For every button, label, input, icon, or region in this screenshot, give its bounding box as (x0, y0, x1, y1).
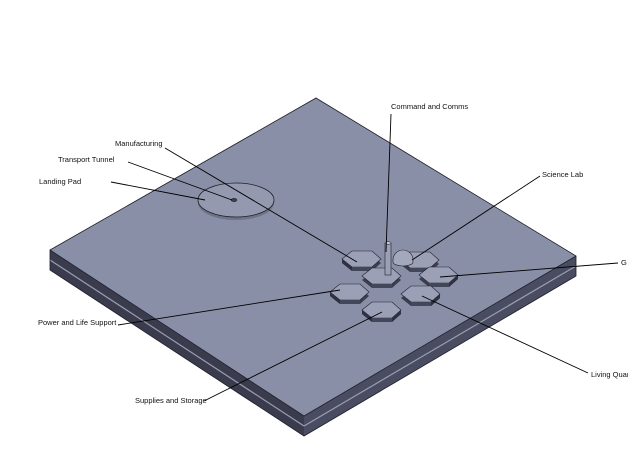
label-command: Command and Comms (391, 102, 468, 111)
slab-layer-seam-right (303, 265, 577, 427)
leader-transport (127, 161, 233, 201)
leader-lines (110, 113, 619, 402)
label-supplies: Supplies and Storage (135, 396, 207, 405)
label-manufacturing: Manufacturing (115, 139, 163, 148)
hex-pod-living (400, 285, 441, 306)
hex-pod-power (329, 283, 370, 304)
landing-pad (197, 182, 275, 220)
label-power: Power and Life Support (38, 318, 117, 327)
leader-science (411, 175, 541, 261)
leader-greenhouse (439, 262, 619, 278)
leader-manufacturing (164, 147, 358, 263)
command-dome (392, 249, 414, 267)
leader-landing (110, 181, 206, 201)
slab-layer-seam-left (49, 259, 305, 427)
leader-supplies (203, 311, 383, 402)
label-landing: Landing Pad (39, 177, 81, 186)
hex-pod-supplies (361, 301, 402, 322)
label-greenhouse: G (621, 258, 627, 267)
hex-pod-manufacturing (341, 250, 382, 271)
hex-pod-greenhouse (418, 266, 459, 287)
leader-command (385, 113, 392, 253)
leader-living (421, 295, 589, 374)
label-living: Living Quart (591, 370, 628, 379)
leader-power (117, 289, 341, 326)
label-transport: Transport Tunnel (58, 155, 115, 164)
habitat-cluster (329, 241, 459, 322)
slab-outline (49, 250, 577, 437)
callout-labels: Command and Comms Manufacturing Transpor… (38, 102, 628, 405)
base-slab (49, 97, 577, 437)
label-science: Science Lab (542, 170, 583, 179)
